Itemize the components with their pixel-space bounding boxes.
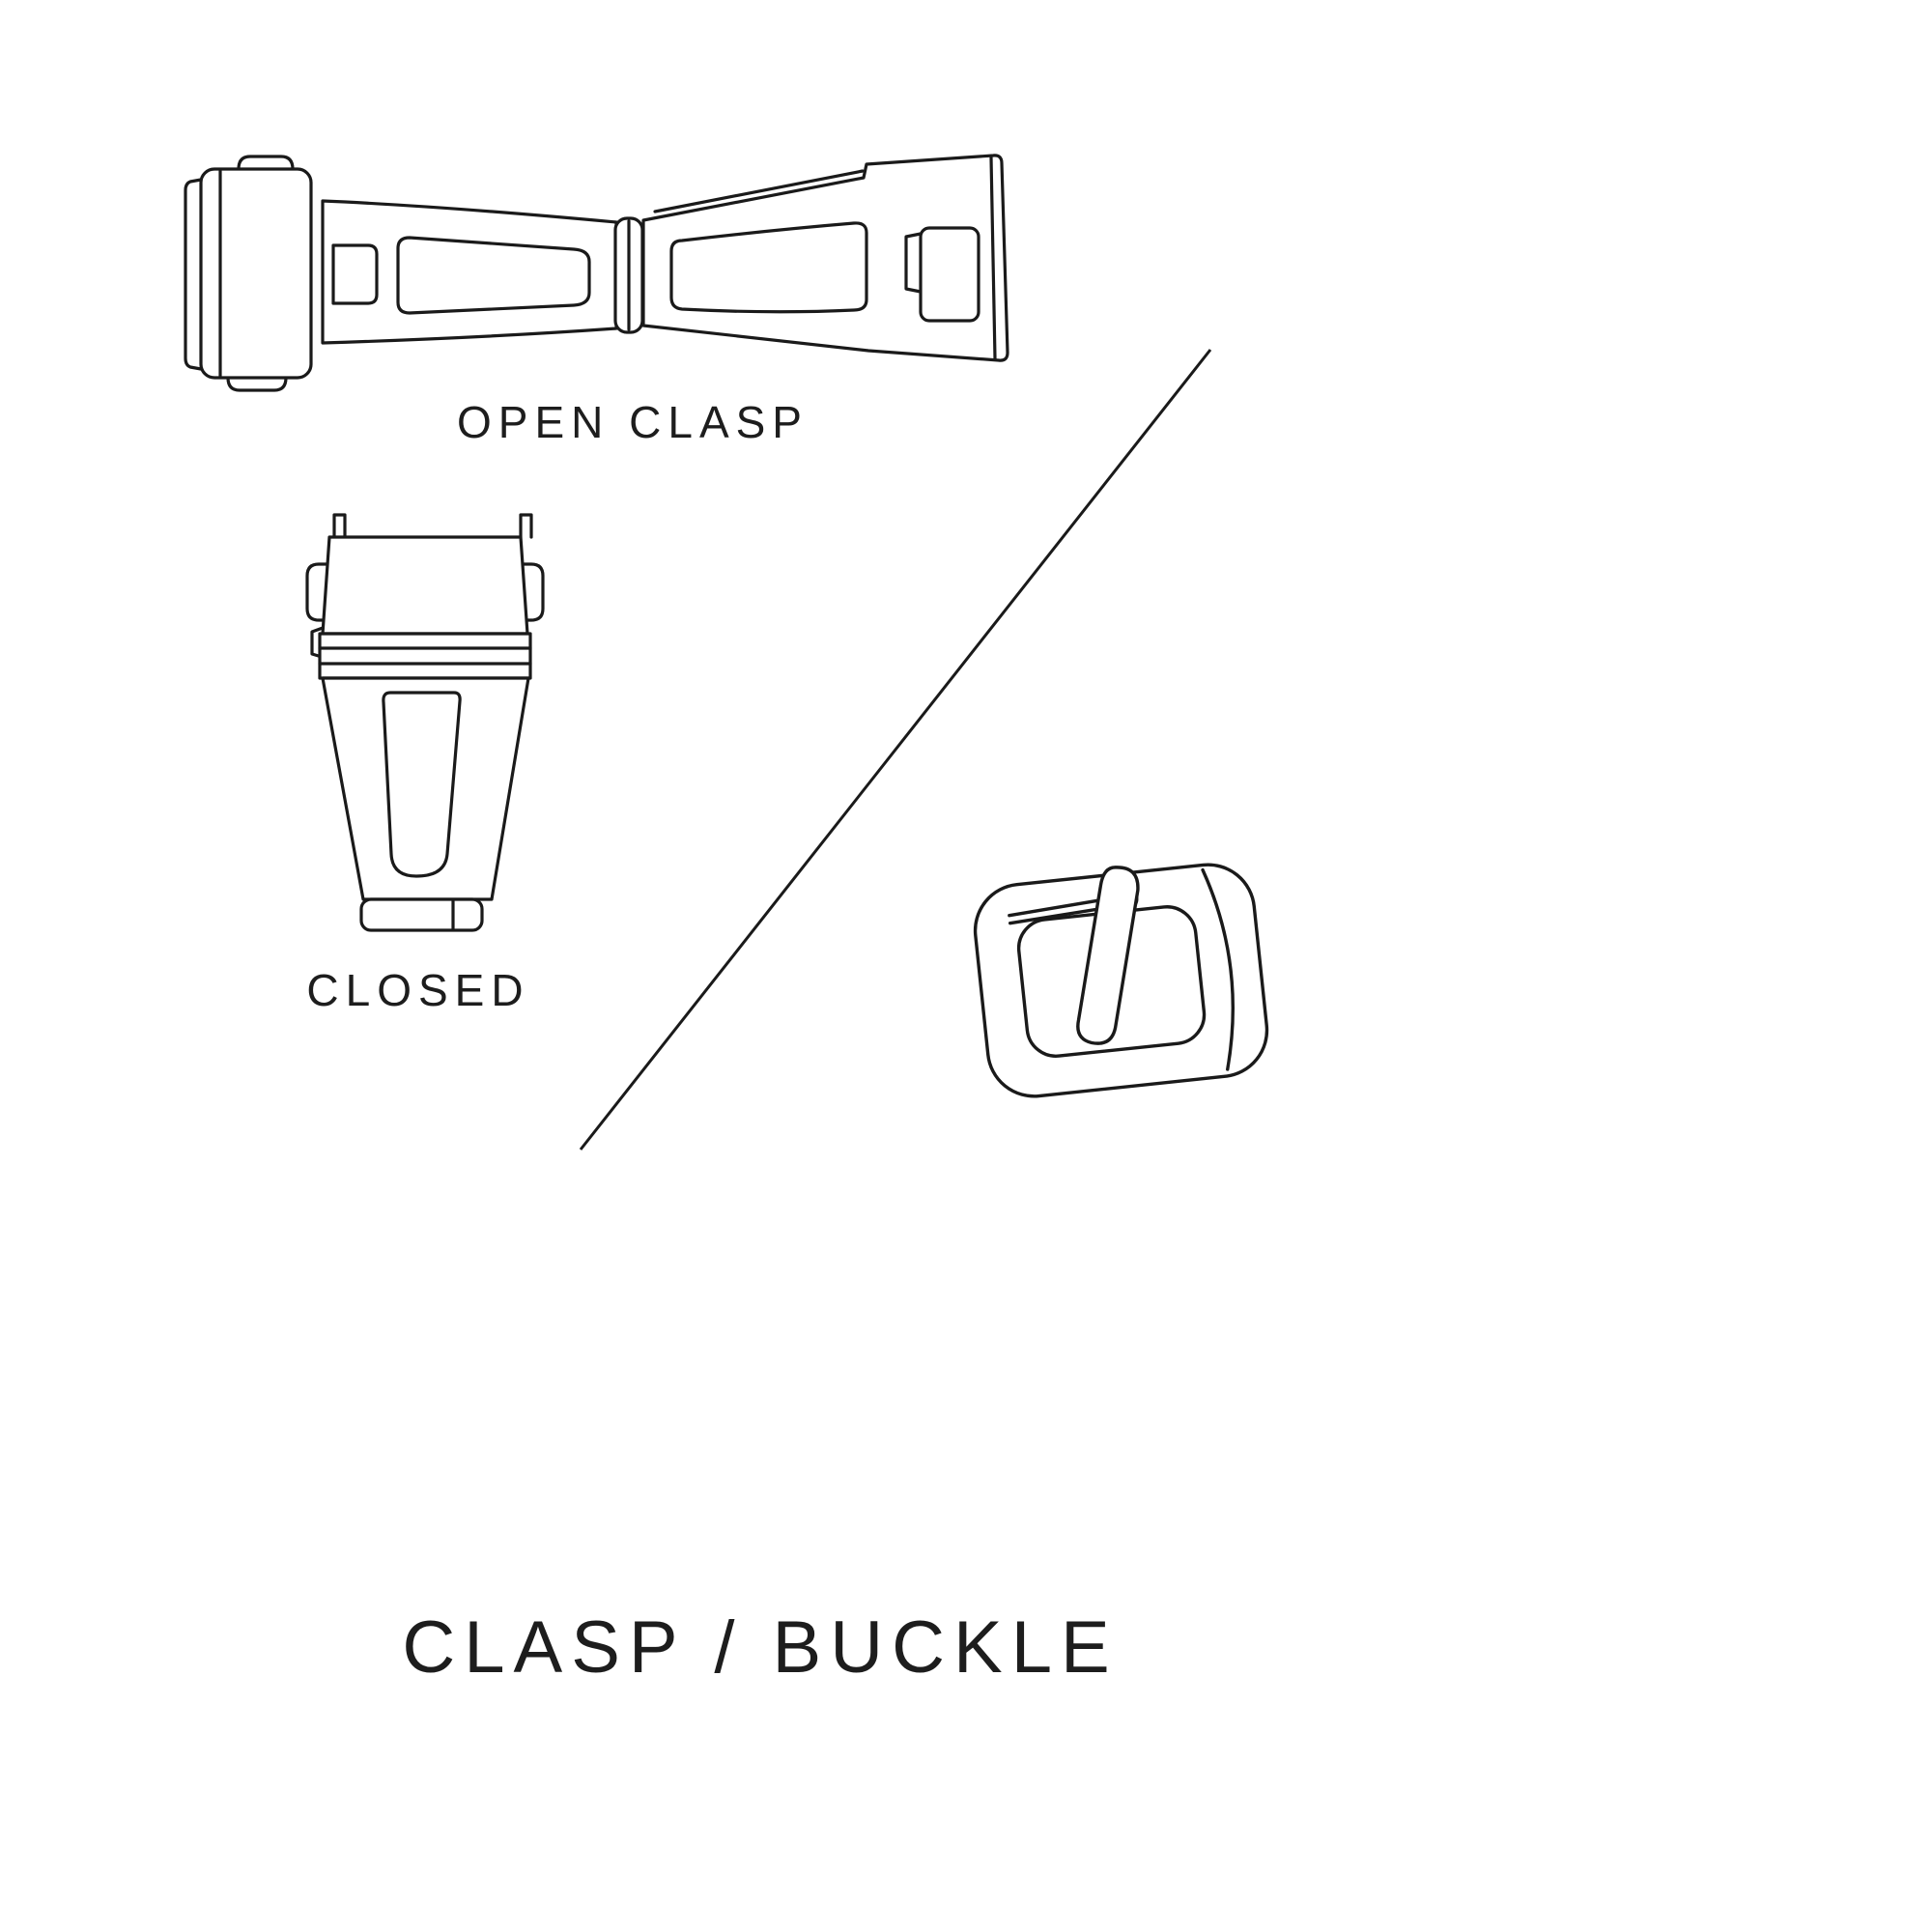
closed-clasp-illustration: [305, 513, 545, 932]
buckle-illustration: [973, 863, 1269, 1098]
closed-clasp-label: CLOSED: [306, 965, 530, 1015]
diagram-title: CLASP / BUCKLE: [402, 1606, 1119, 1689]
divider-line: [579, 349, 1212, 1151]
open-clasp-illustration: [184, 154, 1009, 392]
open-clasp-label: OPEN CLASP: [457, 397, 809, 447]
